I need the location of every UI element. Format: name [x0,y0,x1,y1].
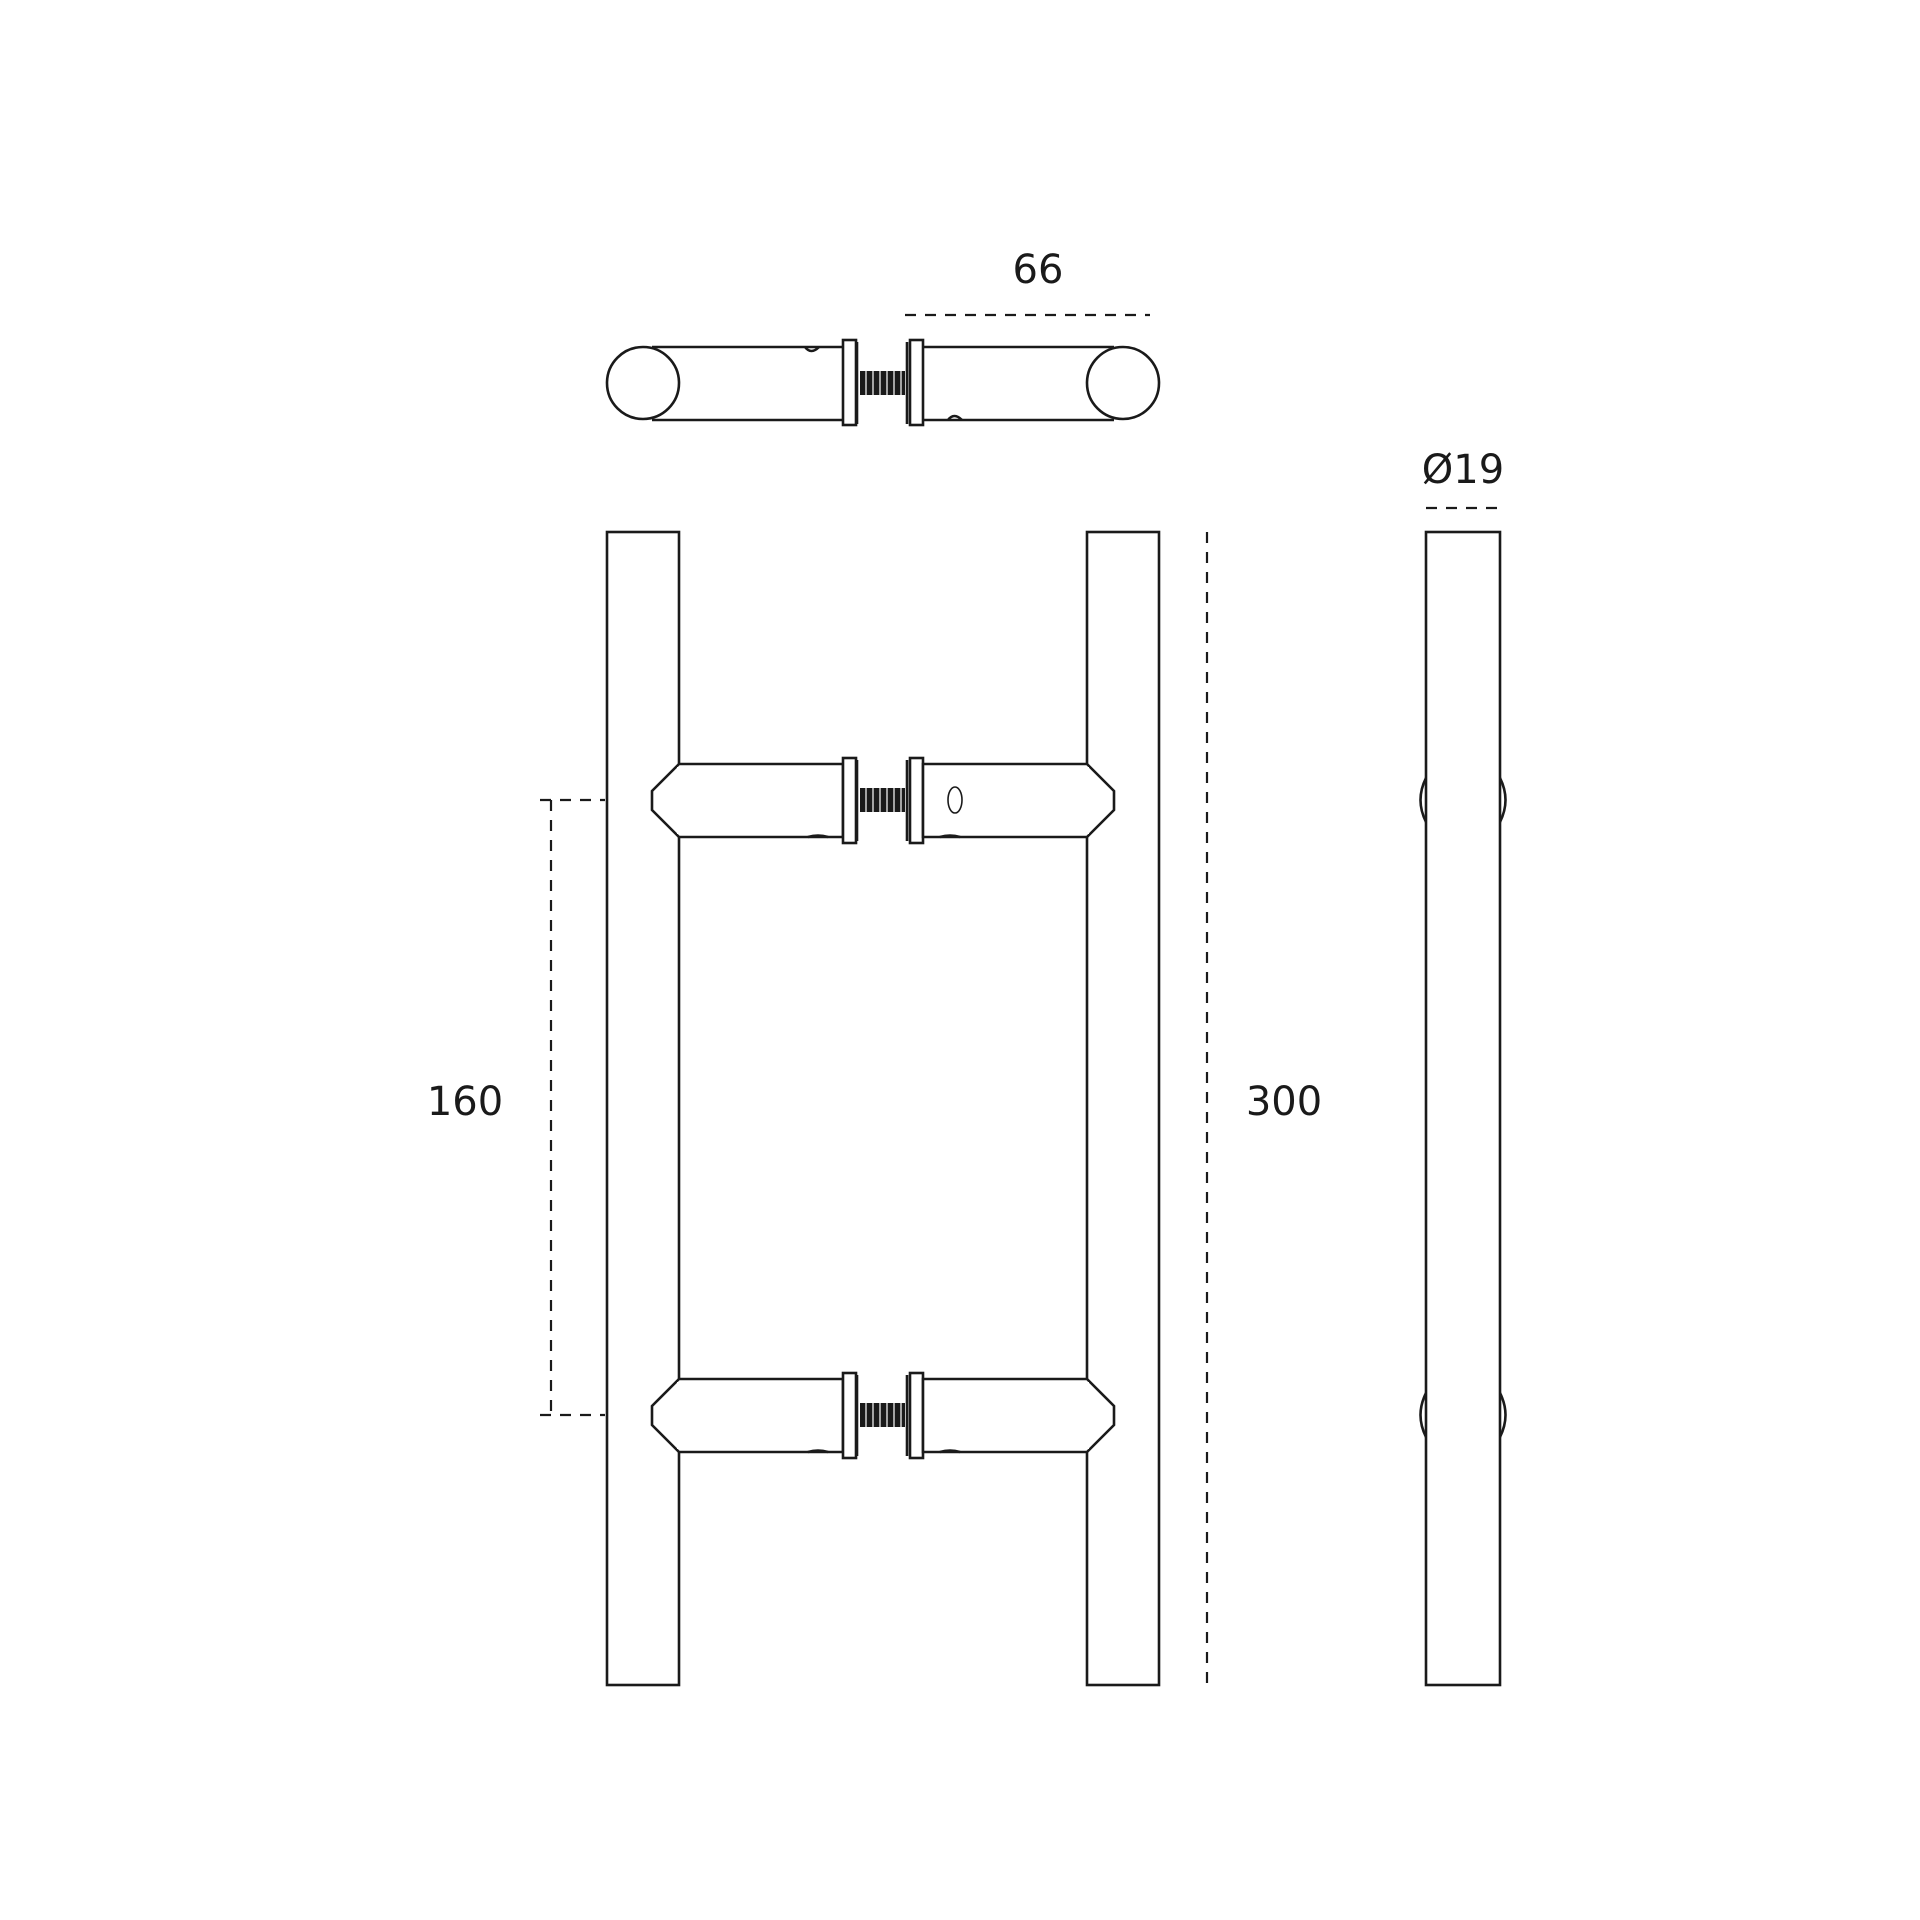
top-view: 66 [605,247,1161,427]
side-view: Ø19 [1419,447,1507,1687]
dimension-centers: 160 [427,798,605,1417]
dimension-label-length: 300 [1246,1079,1322,1125]
top-view-right-screw-head [946,414,963,421]
upper-standoff [650,756,1116,845]
side-view-lower-boss [1419,1392,1507,1438]
top-view-right-bar-end [1085,345,1161,421]
top-view-left-flange [841,338,858,427]
top-view-thread [860,371,905,395]
top-view-right-standoff [923,345,1114,422]
dimension-length: 300 [1205,532,1322,1685]
left-bar [605,530,681,1687]
front-view: 160 300 [427,530,1322,1687]
dimension-label-depth: 66 [1013,247,1064,293]
top-view-right-flange [908,338,925,427]
dimension-label-centers: 160 [427,1079,503,1125]
top-view-left-screw-head [803,346,820,353]
right-bar [1085,530,1161,1687]
lower-standoff [650,1371,1116,1460]
side-view-upper-boss [1419,777,1507,823]
upper-standoff-logo [947,786,963,814]
top-view-left-bar-end [605,345,681,421]
dimension-label-diameter: Ø19 [1422,447,1504,493]
top-view-left-standoff [652,345,843,422]
side-view-bar [1424,530,1502,1687]
